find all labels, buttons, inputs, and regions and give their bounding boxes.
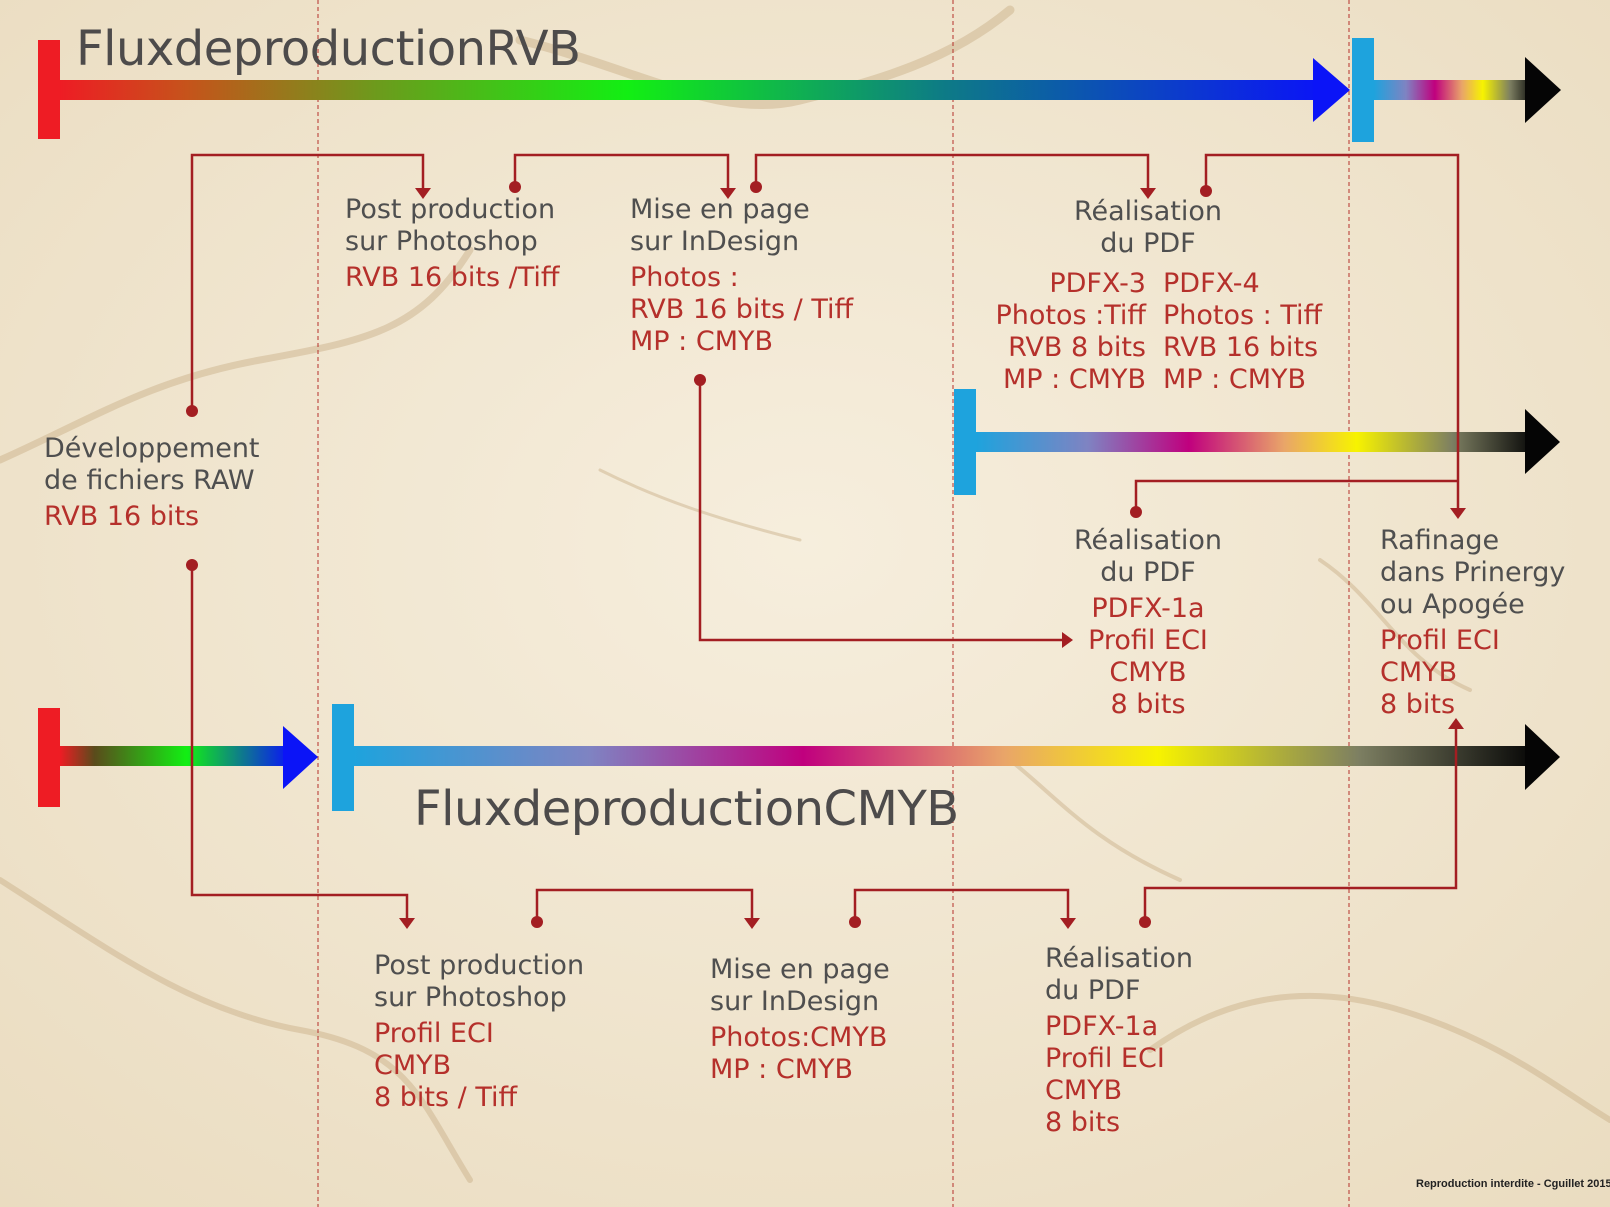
block-detail: Photos : Tiff bbox=[1163, 300, 1323, 331]
rgb-bottom-arrow bbox=[38, 708, 318, 807]
guide-lines bbox=[317, 0, 1350, 1207]
block-detail: Photos : bbox=[630, 262, 739, 293]
block-detail: PDFX-1a bbox=[1045, 1011, 1159, 1042]
connectors bbox=[190, 153, 1460, 922]
block-detail: Photos:CMYB bbox=[710, 1022, 888, 1053]
block-title: dans Prinergy bbox=[1380, 557, 1566, 588]
block-title: sur InDesign bbox=[710, 986, 880, 1017]
bottom-realisation-pdf-block: Réalisation du PDF PDFX-1a Profil ECI CM… bbox=[1045, 943, 1193, 1139]
block-detail: 8 bits bbox=[1045, 1107, 1121, 1138]
block-detail: 8 bits bbox=[1380, 689, 1456, 720]
block-title: Développement bbox=[44, 433, 260, 464]
block-detail: PDFX-3 bbox=[1049, 268, 1146, 299]
block-title: du PDF bbox=[1100, 557, 1196, 588]
copyright-notice: Reproduction interdite - Cguillet 2015 bbox=[1416, 1178, 1610, 1190]
block-title: Rafinage bbox=[1380, 525, 1500, 556]
block-title: Réalisation bbox=[1073, 196, 1223, 227]
top-mise-en-page-block: Mise en page sur InDesign Photos : RVB 1… bbox=[630, 194, 853, 358]
block-detail: Profil ECI bbox=[1380, 625, 1500, 656]
middle-realisation-pdf-block: Réalisation du PDF PDFX-1a Profil ECI CM… bbox=[1048, 525, 1248, 721]
block-detail: RVB 16 bits /Tiff bbox=[345, 262, 560, 293]
top-post-production-block: Post production sur Photoshop RVB 16 bit… bbox=[345, 194, 560, 294]
rafinage-block: Rafinage dans Prinergy ou Apogée Profil … bbox=[1380, 525, 1565, 721]
block-detail: Profil ECI bbox=[1045, 1043, 1165, 1074]
cmyk-short-arrow bbox=[1352, 38, 1561, 142]
block-detail: RVB 16 bits bbox=[1163, 332, 1319, 363]
block-detail: RVB 16 bits / Tiff bbox=[630, 294, 854, 325]
block-title: Post production bbox=[345, 194, 556, 225]
top-realisation-pdf-title: Réalisation du PDF bbox=[1048, 196, 1248, 260]
bottom-mise-en-page-block: Mise en page sur InDesign Photos:CMYB MP… bbox=[710, 954, 890, 1086]
block-detail: Profil ECI bbox=[1088, 625, 1208, 656]
block-detail: MP : CMYB bbox=[1002, 364, 1146, 395]
cmyk-middle-arrow bbox=[954, 389, 1560, 495]
block-title: Mise en page bbox=[630, 194, 810, 225]
block-detail: RVB 8 bits bbox=[1008, 332, 1146, 363]
block-detail: Profil ECI bbox=[374, 1018, 494, 1049]
block-detail: RVB 16 bits bbox=[44, 501, 200, 532]
block-detail: MP : CMYB bbox=[710, 1054, 854, 1085]
bottom-post-production-block: Post production sur Photoshop Profil ECI… bbox=[374, 950, 584, 1114]
block-title: Post production bbox=[374, 950, 585, 981]
cmyk-bottom-arrow bbox=[332, 704, 1560, 811]
block-detail: CMYB bbox=[374, 1050, 452, 1081]
block-detail: PDFX-4 bbox=[1163, 268, 1260, 299]
block-title: sur Photoshop bbox=[374, 982, 567, 1013]
rgb-flow-title: FluxdeproductionRVB bbox=[76, 21, 581, 77]
block-detail: CMYB bbox=[1380, 657, 1458, 688]
block-detail: CMYB bbox=[1045, 1075, 1123, 1106]
connector-dots bbox=[186, 181, 1212, 928]
block-detail: MP : CMYB bbox=[1163, 364, 1307, 395]
block-title: du PDF bbox=[1100, 228, 1196, 259]
block-title: Réalisation bbox=[1045, 943, 1194, 974]
rgb-flow-arrow bbox=[38, 40, 1350, 139]
block-title: Mise en page bbox=[710, 954, 890, 985]
pdfx4-block: PDFX-4 Photos : Tiff RVB 16 bits MP : CM… bbox=[1163, 268, 1322, 396]
block-title: Réalisation bbox=[1073, 525, 1223, 556]
block-title: du PDF bbox=[1045, 975, 1141, 1006]
block-title: sur Photoshop bbox=[345, 226, 538, 257]
block-title: ou Apogée bbox=[1380, 589, 1525, 620]
block-detail: Photos :Tiff bbox=[995, 300, 1146, 331]
connector-arrowheads bbox=[399, 188, 1466, 929]
block-detail: MP : CMYB bbox=[630, 326, 774, 357]
block-detail: 8 bits / Tiff bbox=[374, 1082, 518, 1113]
raw-development-block: Développement de fichiers RAW RVB 16 bit… bbox=[44, 433, 260, 533]
block-title: de fichiers RAW bbox=[44, 465, 255, 496]
block-detail: 8 bits bbox=[1110, 689, 1186, 720]
block-detail: CMYB bbox=[1109, 657, 1187, 688]
cmyb-flow-title: FluxdeproductionCMYB bbox=[414, 781, 959, 837]
block-detail: PDFX-1a bbox=[1091, 593, 1205, 624]
pdfx3-block: PDFX-3 Photos :Tiff RVB 8 bits MP : CMYB bbox=[978, 268, 1146, 396]
block-title: sur InDesign bbox=[630, 226, 800, 257]
